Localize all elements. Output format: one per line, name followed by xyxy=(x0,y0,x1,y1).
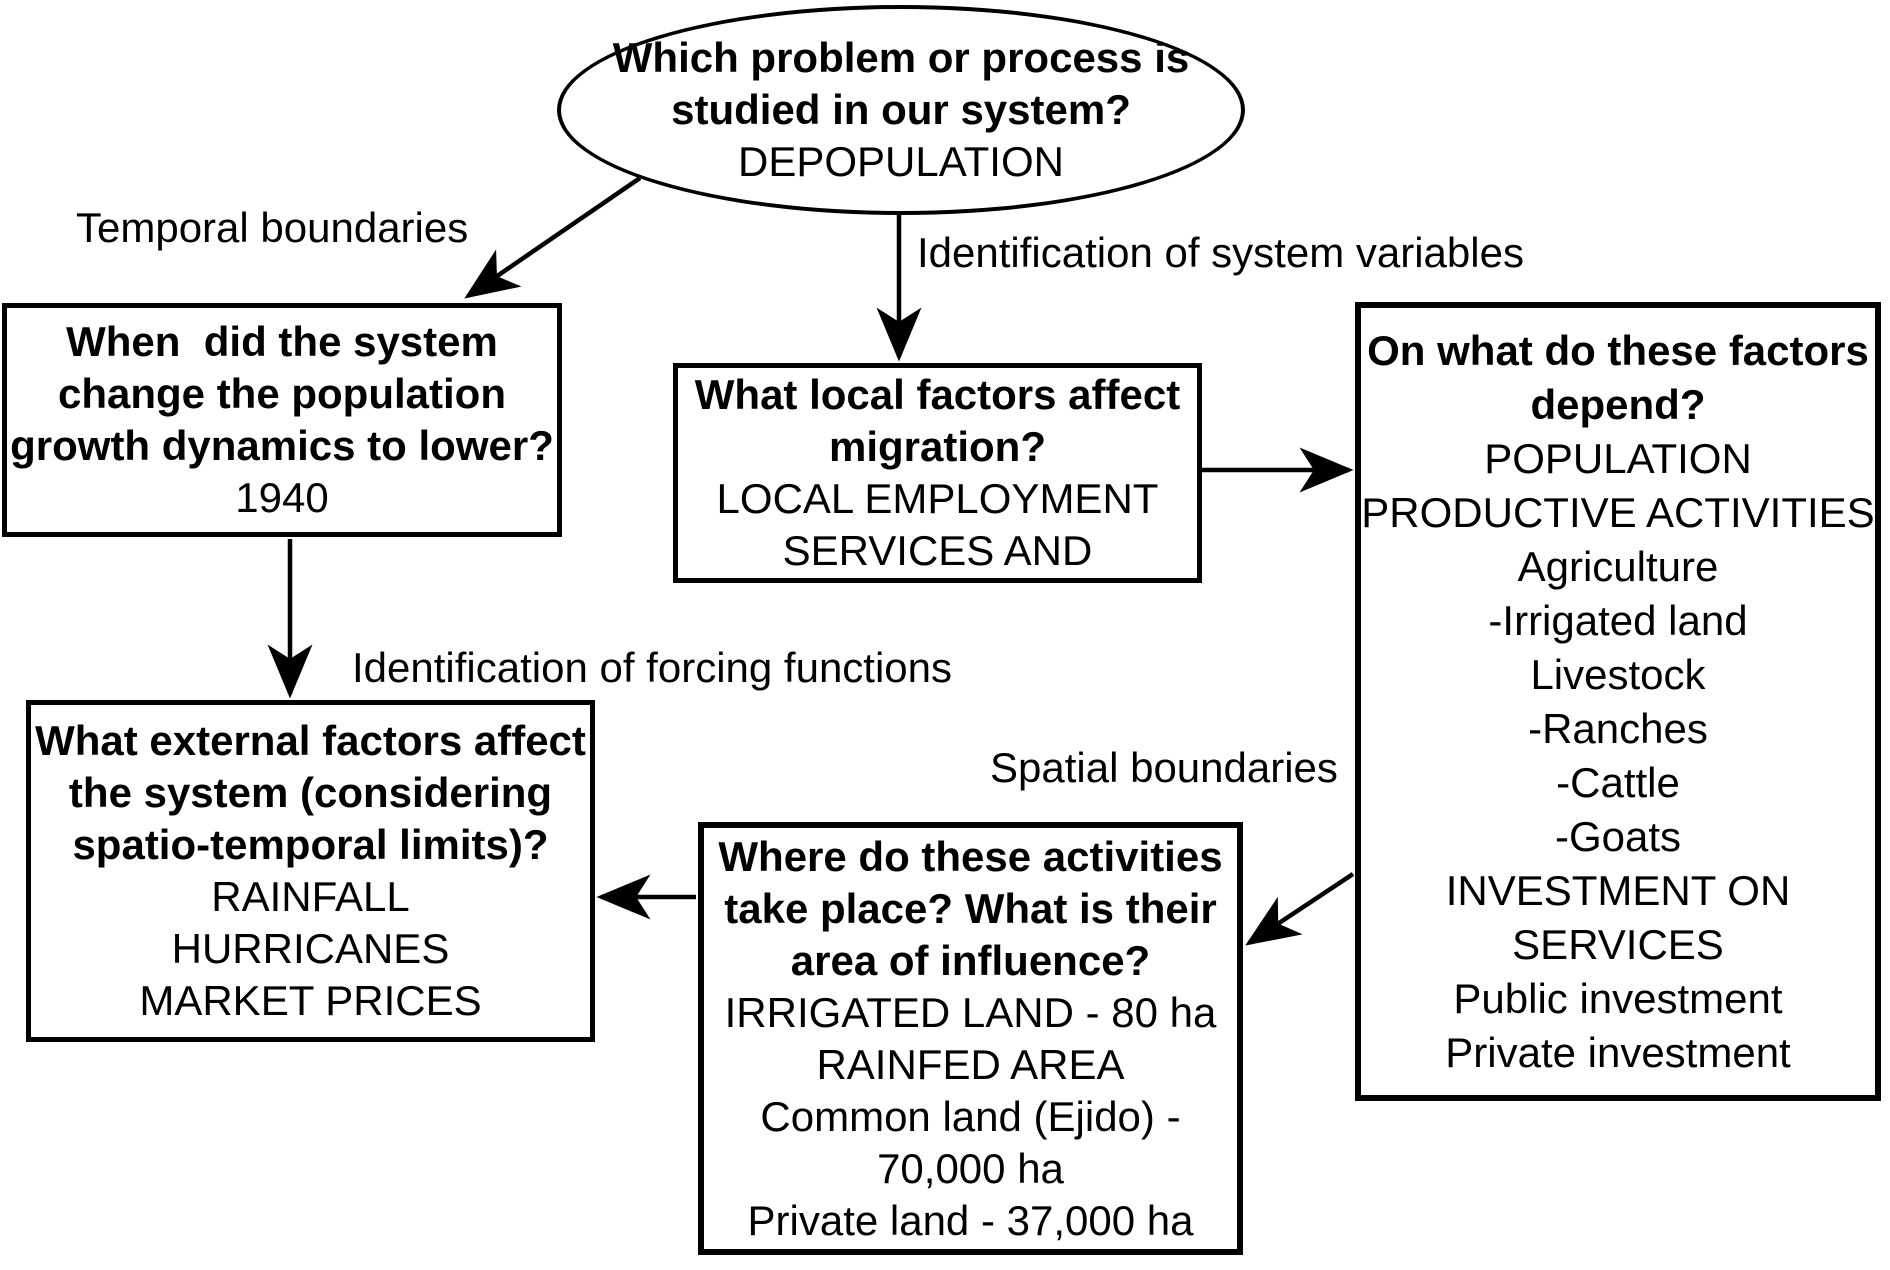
temporal-answer: 1940 xyxy=(235,474,329,521)
arrow-ellipse-to-temporal-box xyxy=(464,176,642,299)
forcing-functions-label: Identification of forcing functions xyxy=(352,644,953,691)
arrow-dependencies-to-spatial-box xyxy=(1245,872,1355,946)
temporal-boundaries-label: Temporal boundaries xyxy=(76,204,469,251)
system-variables-label: Identification of system variables xyxy=(917,229,1524,276)
problem-answer: DEPOPULATION xyxy=(738,138,1064,185)
spatial-boundaries-label: Spatial boundaries xyxy=(990,744,1338,791)
